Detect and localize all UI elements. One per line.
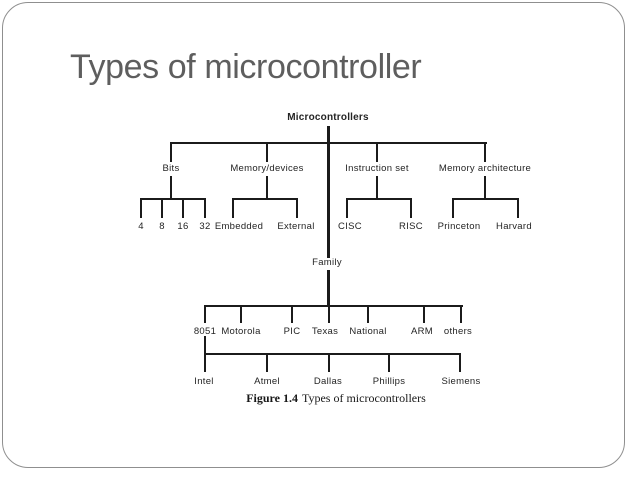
tree-line [204,305,463,307]
slide-frame [2,2,625,468]
tree-line [452,198,519,200]
tree-line [328,353,330,372]
node-8051: 8051 [193,326,217,337]
node-atmel: Atmel [254,376,280,387]
tree-line [296,198,298,218]
node-cisc: CISC [338,221,362,232]
tree-line [240,305,242,323]
node-risc: RISC [399,221,423,232]
node-dallas: Dallas [313,376,343,387]
tree-line [291,305,293,323]
tree-line [140,198,142,218]
tree-line [182,198,184,218]
node-harvard: Harvard [496,221,532,232]
tree-line [170,142,172,162]
node-phillips: Phillips [372,376,406,387]
node-siemens: Siemens [441,376,481,387]
tree-line [517,198,519,218]
tree-line [161,198,163,218]
tree-line [170,176,172,200]
tree-line [367,305,369,323]
node-4-bit: 4 [138,221,144,232]
node-bits: Bits [162,163,180,174]
tree-line [327,126,330,258]
figure-caption-text: Types of microcontrollers [301,391,426,405]
tree-line [232,198,234,218]
node-memory-devices: Memory/devices [230,163,304,174]
tree-line [266,353,268,372]
tree-line [266,142,268,162]
node-motorola: Motorola [221,326,261,337]
tree-line [410,198,412,218]
figure-caption-number: Figure 1.4 [246,391,298,405]
tree-line [388,353,390,372]
node-microcontrollers: Microcontrollers [287,112,369,123]
tree-line [346,198,348,218]
node-texas: Texas [311,326,339,337]
node-embedded: Embedded [214,221,264,232]
node-memory-architecture: Memory architecture [438,163,532,174]
tree-line [484,142,486,162]
tree-line [204,353,206,372]
tree-line [232,198,298,200]
tree-line [204,336,206,355]
node-8-bit: 8 [159,221,165,232]
node-arm: ARM [410,326,434,337]
tree-line [204,353,461,355]
tree-line [452,198,454,218]
node-external: External [277,221,315,232]
node-intel: Intel [194,376,214,387]
node-instruction-set: Instruction set [345,163,409,174]
node-16-bit: 16 [177,221,189,232]
tree-line [204,305,206,323]
node-32-bit: 32 [199,221,211,232]
tree-line [376,176,378,200]
tree-line [140,198,206,200]
node-others: others [443,326,473,337]
node-family: Family [312,257,342,268]
tree-line [327,270,330,307]
tree-line [459,353,461,372]
tree-line [460,305,462,323]
node-pic: PIC [283,326,301,337]
tree-line [346,198,412,200]
tree-line [423,305,425,323]
node-princeton: Princeton [437,221,481,232]
tree-line [376,142,378,162]
tree-line [328,305,330,323]
slide-title: Types of microcontroller [70,48,422,86]
tree-line [204,198,206,218]
tree-line [171,142,487,144]
node-national: National [349,326,387,337]
tree-line [266,176,268,200]
tree-line [484,176,486,200]
